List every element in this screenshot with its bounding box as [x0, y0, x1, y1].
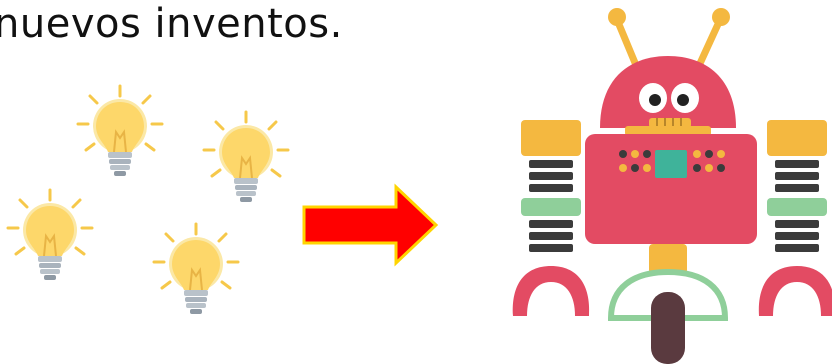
lightbulb-icon [2, 186, 98, 298]
lightbulb-icon [148, 220, 244, 332]
lightbulb-icon [198, 108, 294, 220]
caption-text: nuevos inventos. [0, 1, 343, 47]
right-arrow-icon [300, 183, 440, 267]
robot-icon [505, 0, 832, 364]
lightbulb-icon [72, 82, 168, 194]
